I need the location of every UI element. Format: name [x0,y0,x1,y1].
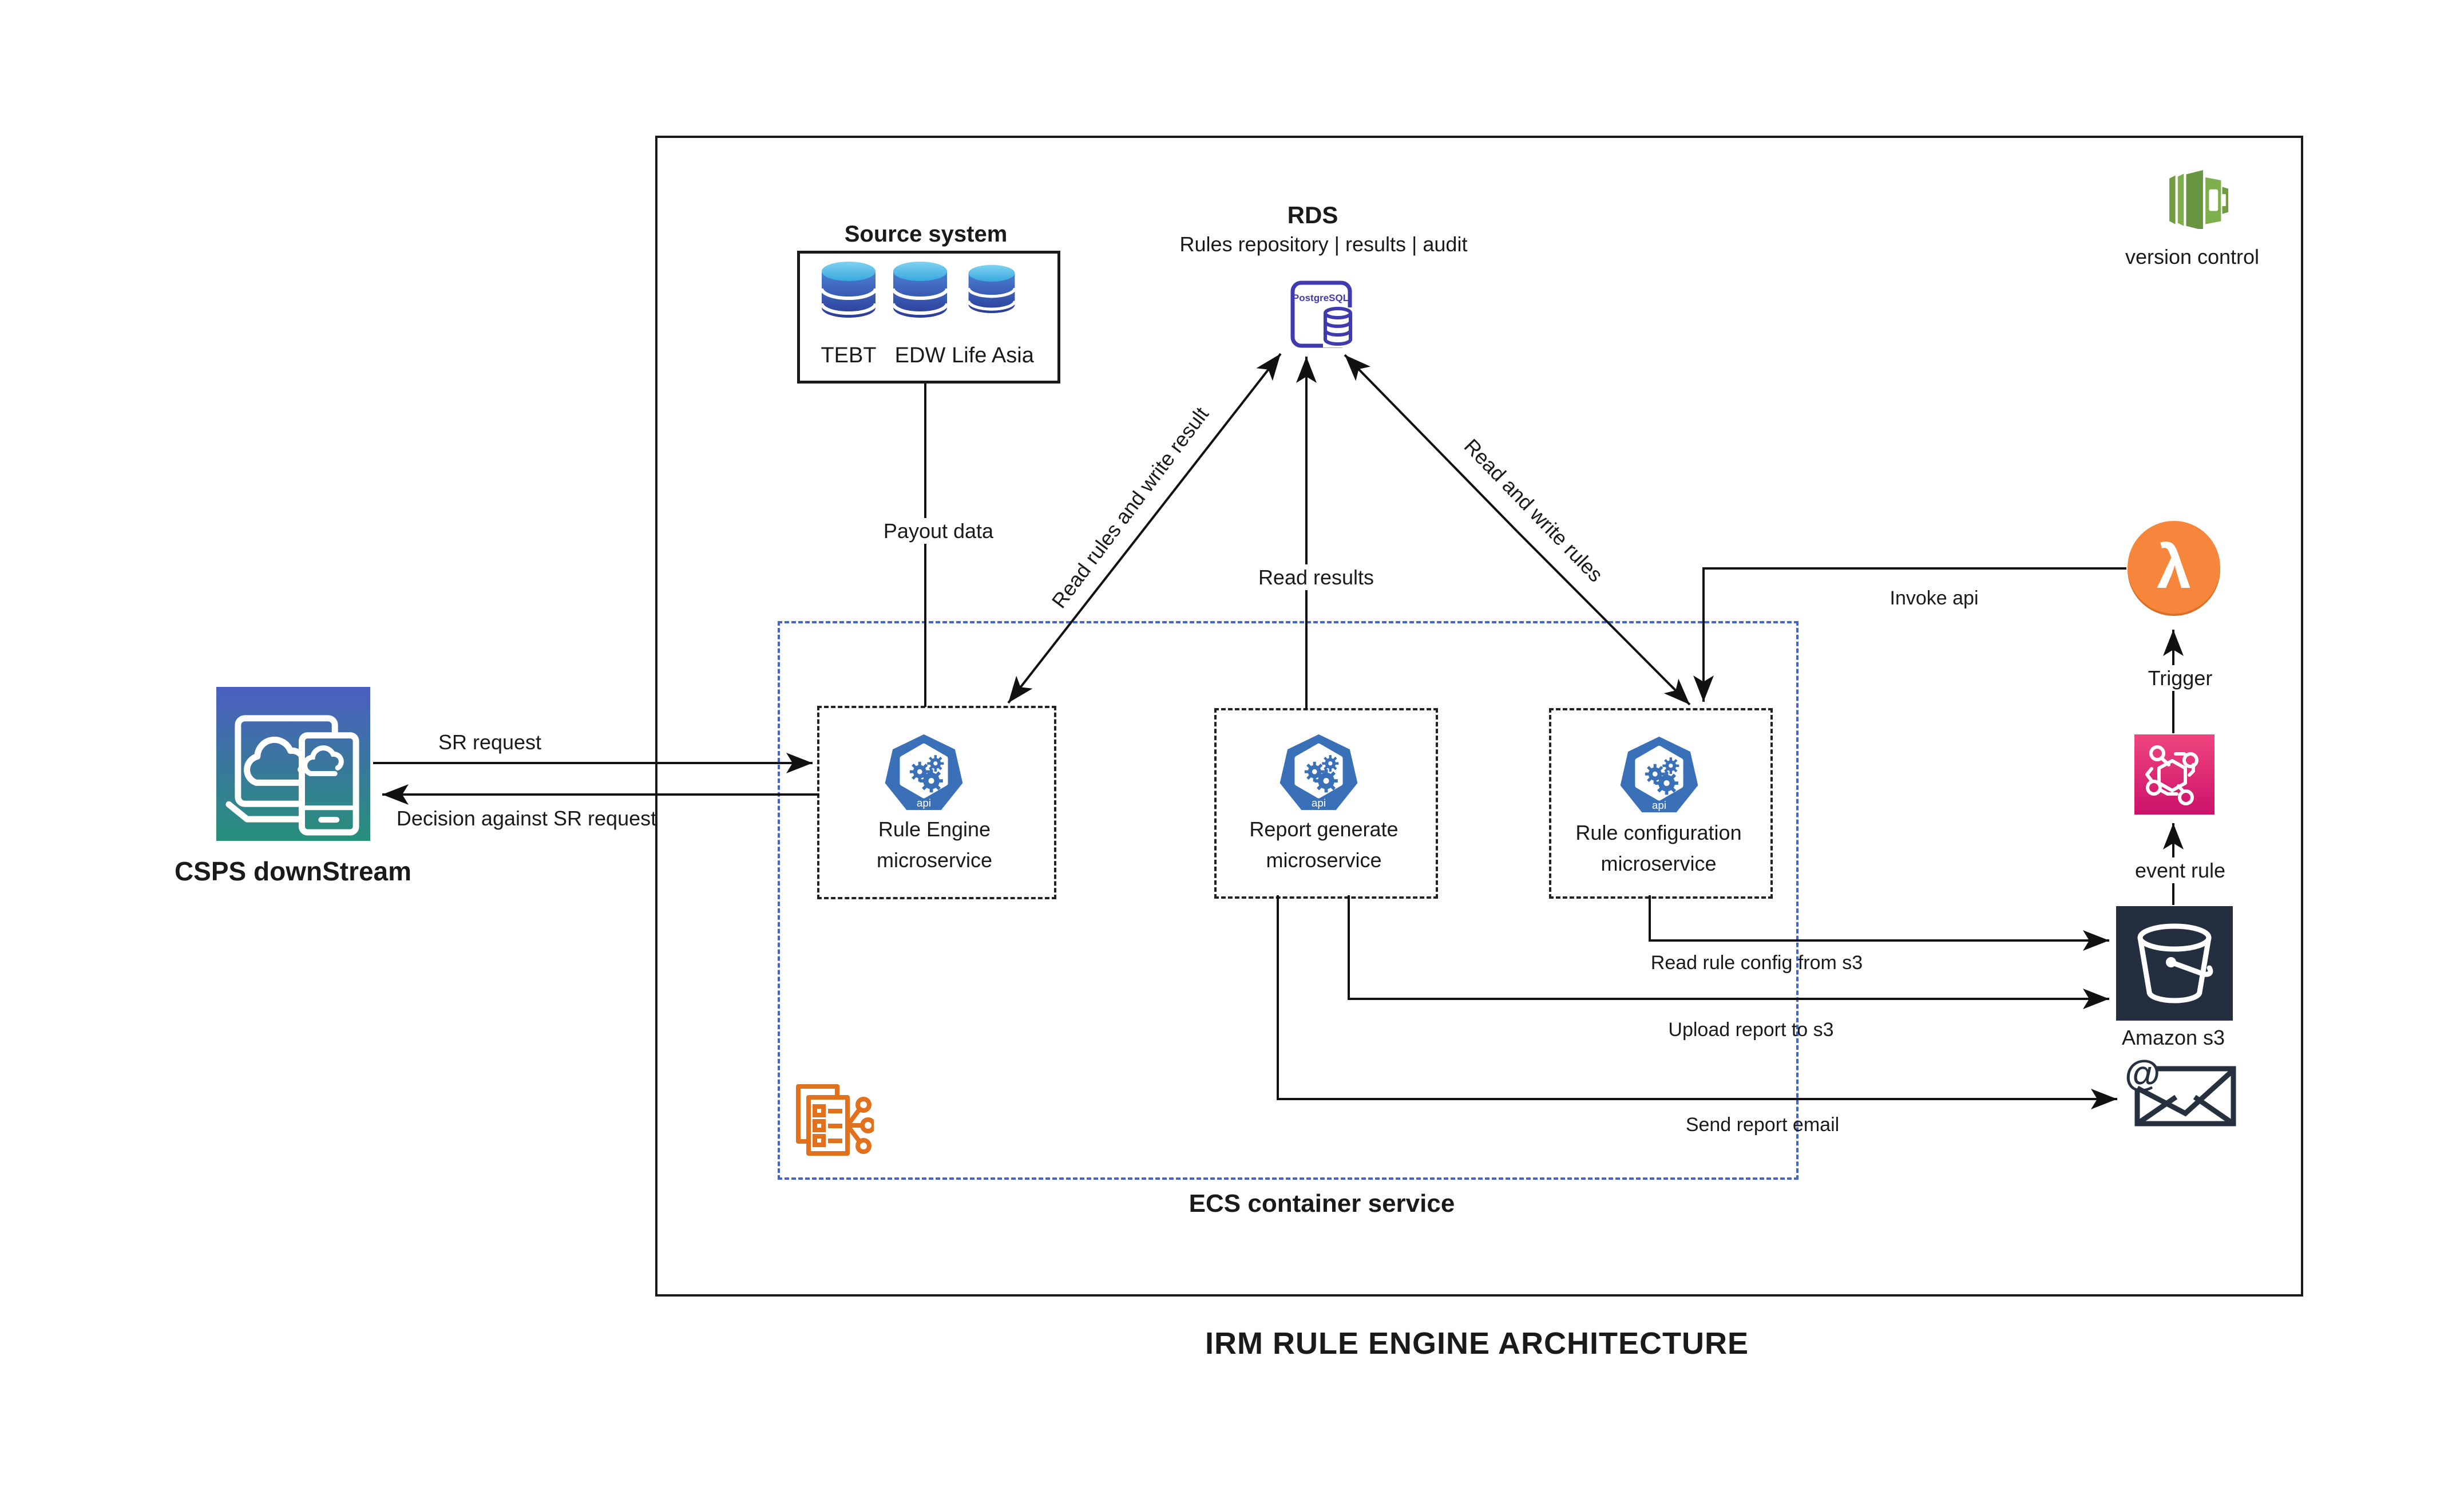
amazon-s3-label: Amazon s3 [2121,1026,2225,1049]
event-rule-icon [2134,734,2215,815]
amazon-s3-icon [2116,906,2233,1021]
source-system-title: Source system [844,222,1008,247]
version-control-label: version control [2125,245,2260,268]
ecs-container-box [778,621,1799,1180]
rule-configuration-api-icon: api [1620,736,1698,813]
rule-configuration-api-text: api [1652,799,1666,811]
report-generate-label-2: microservice [1266,848,1382,872]
rule-engine-api-icon: api [885,734,963,811]
rds-title: RDS [1287,201,1338,228]
event-rule-label: event rule [2093,857,2267,884]
rds-subtitle: Rules repository | results | audit [1179,232,1468,256]
read-rule-config-label: Read rule config from s3 [1650,952,1863,974]
postgresql-icon: PostgreSQL [1290,280,1354,348]
csps-downstream-icon [216,687,370,841]
payout-data-label: Payout data [870,518,1007,544]
email-icon: @ [2125,1056,2236,1127]
db-name-tebt: TEBT [821,343,877,367]
db-name-edw: EDW [894,343,946,367]
ecs-container-label: ECS container service [1189,1189,1455,1218]
lambda-icon: λ [2128,521,2220,616]
report-generate-api-icon: api [1279,734,1358,811]
rule-engine-label-1: Rule Engine [878,817,991,841]
lambda-symbol: λ [2157,532,2191,601]
report-generate-label-1: Report generate [1249,817,1399,841]
rule-engine-box [817,706,1056,899]
report-generate-api-text: api [1312,797,1326,809]
version-control-icon [2169,170,2228,229]
invoke-api-label: Invoke api [1889,587,1979,609]
database-icon-life-asia [967,264,1016,313]
database-icon-edw [892,262,949,318]
postgresql-icon-label: PostgreSQL [1293,293,1349,303]
rule-configuration-label-2: microservice [1601,852,1717,875]
csps-downstream-label: CSPS downStream [174,856,412,886]
read-results-label: Read results [1230,564,1402,591]
rule-configuration-label-1: Rule configuration [1575,821,1742,844]
rule-engine-api-text: api [917,797,931,809]
page-title: IRM RULE ENGINE ARCHITECTURE [1205,1326,1749,1361]
email-at-symbol: @ [2125,1056,2160,1094]
send-report-email-label: Send report email [1685,1114,1840,1136]
upload-report-label: Upload report to s3 [1668,1019,1834,1041]
decision-label: Decision against SR request [396,807,657,830]
ecs-task-definition-icon [796,1084,874,1156]
trigger-label: Trigger [2118,665,2242,691]
db-name-life-asia: Life Asia [952,343,1034,367]
sr-request-label: SR request [438,730,542,754]
system-boundary-box [655,136,2303,1297]
rule-engine-label-2: microservice [876,848,993,872]
database-icon-tebt [820,262,877,318]
